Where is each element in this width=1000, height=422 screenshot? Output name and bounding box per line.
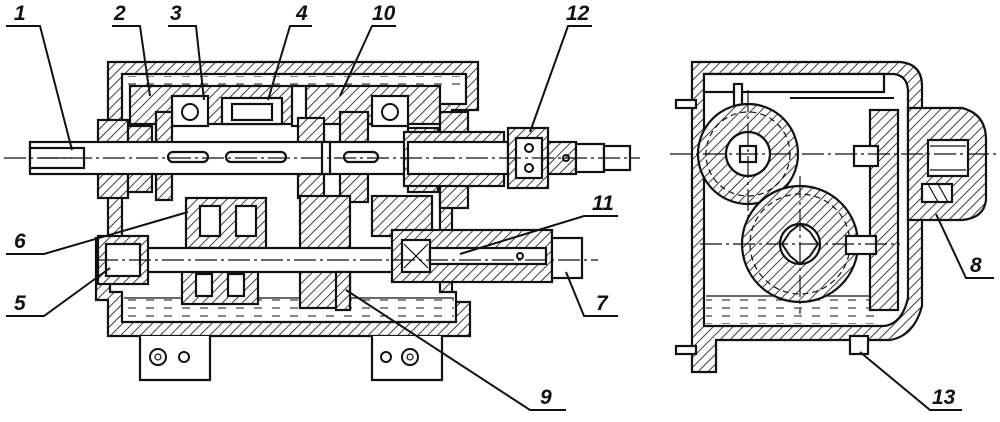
callout-4: 4	[295, 2, 308, 25]
mounting-foot-left	[138, 336, 212, 382]
callout-5: 5	[14, 292, 26, 315]
callout-7: 7	[596, 292, 609, 315]
callout-11: 11	[592, 192, 614, 215]
center-lines	[4, 90, 998, 314]
leader-lines	[6, 25, 994, 411]
callout-13: 13	[932, 386, 956, 409]
callout-6: 6	[14, 230, 26, 253]
callout-9: 9	[540, 386, 552, 409]
callout-1: 1	[14, 2, 26, 25]
longitudinal-section	[28, 60, 632, 382]
oil-bath-left	[124, 298, 454, 320]
callout-2: 2	[113, 2, 126, 25]
handwheel-7	[550, 236, 584, 280]
callout-10: 10	[372, 2, 396, 25]
callout-3: 3	[170, 2, 182, 25]
callout-12: 12	[566, 2, 590, 25]
cross-section	[674, 60, 988, 374]
callout-labels: 1 2 3 4 10 12 6 5 11 7 8 9 13	[14, 2, 982, 409]
callout-8: 8	[970, 254, 982, 277]
